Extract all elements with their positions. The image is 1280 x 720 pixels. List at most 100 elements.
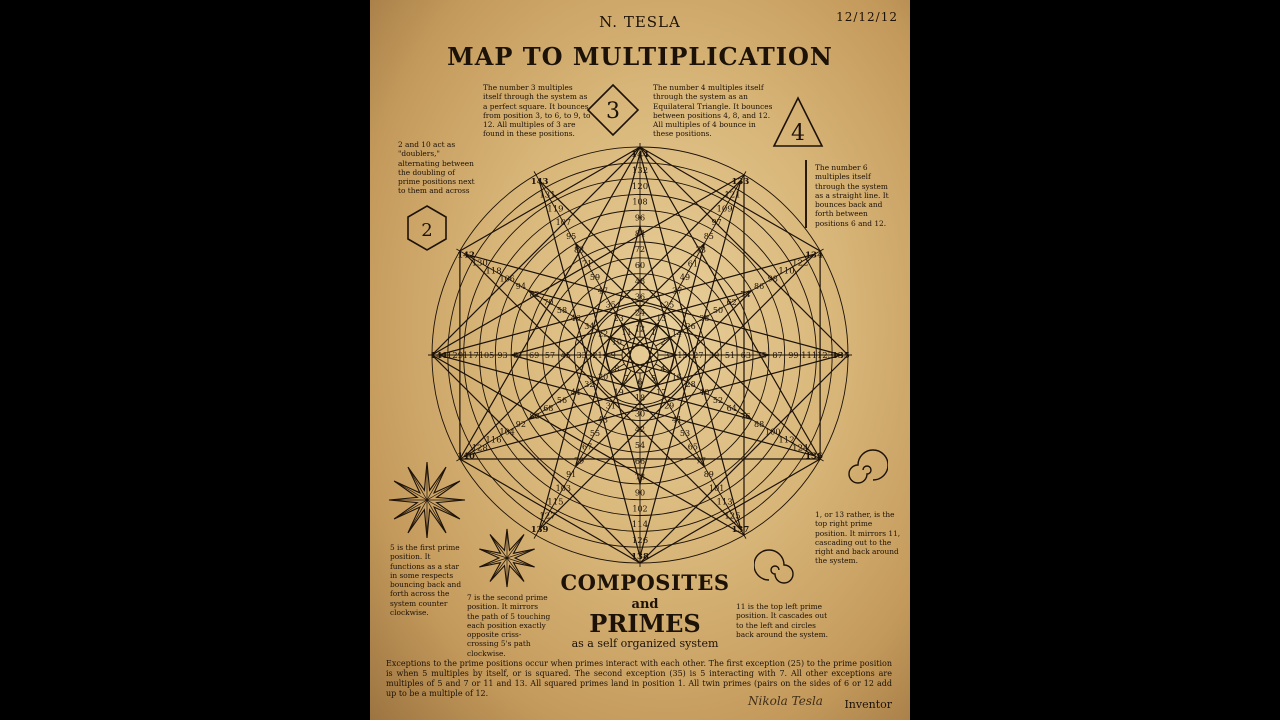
wheel-number: 73 bbox=[696, 246, 706, 255]
star-ray bbox=[479, 557, 508, 568]
wheel-number: 104 bbox=[500, 428, 515, 437]
wheel-number: 43 bbox=[598, 415, 608, 424]
wheel-number: 85 bbox=[704, 232, 714, 241]
wheel-number: 10 bbox=[612, 338, 622, 347]
wheel-number: 142 bbox=[457, 251, 475, 261]
wheel-number: 71 bbox=[582, 259, 592, 268]
star-ray bbox=[426, 499, 461, 520]
wheel-number: 75 bbox=[757, 351, 767, 360]
note-thirteen: 1, or 13 rather, is the top right prime … bbox=[815, 510, 901, 566]
wheel-number: 21 bbox=[592, 351, 602, 360]
wheel-number: 131 bbox=[539, 191, 555, 201]
star-ray bbox=[426, 499, 447, 534]
multiplication-wheel: 1224364860728496108120132144113253749617… bbox=[428, 143, 852, 567]
poster-date: 12/12/12 bbox=[836, 10, 898, 24]
star-ray bbox=[393, 499, 428, 520]
wheel-number: 15 bbox=[677, 351, 687, 360]
and-word: and bbox=[631, 597, 659, 612]
wheel-number: 56 bbox=[557, 396, 567, 405]
wheel-number: 143 bbox=[531, 177, 549, 187]
wheel-number: 139 bbox=[531, 525, 549, 535]
star-ray bbox=[506, 534, 525, 559]
wheel-number: 25 bbox=[664, 300, 674, 309]
star-ray bbox=[506, 548, 535, 559]
wheel-number: 114 bbox=[632, 520, 648, 530]
wheel-number: 115 bbox=[547, 498, 563, 508]
badge-two-hexagon: 2 bbox=[407, 205, 447, 251]
star-ray bbox=[393, 480, 428, 501]
wheel-number: 95 bbox=[566, 232, 576, 241]
note-two: 2 and 10 act as "doublers," alternating … bbox=[398, 140, 475, 196]
wheel-number: 34 bbox=[584, 322, 594, 331]
wheel-number: 128 bbox=[472, 444, 488, 454]
wheel-number: 54 bbox=[635, 441, 645, 450]
wheel-number: 124 bbox=[792, 444, 808, 454]
wheel-number: 41 bbox=[672, 415, 682, 424]
star-ray bbox=[506, 557, 535, 568]
wheel-number: 138 bbox=[631, 552, 649, 562]
wheel-number: 120 bbox=[632, 182, 648, 192]
wheel-number: 86 bbox=[754, 282, 764, 291]
wheel-number: 53 bbox=[680, 429, 690, 438]
wheel-number: 39 bbox=[709, 351, 719, 360]
wheel-number: 16 bbox=[672, 372, 682, 381]
note-six-rule bbox=[805, 160, 807, 228]
wheel-number: 78 bbox=[635, 473, 645, 482]
wheel-number: 29 bbox=[664, 402, 674, 411]
wheel-number: 12 bbox=[635, 324, 645, 333]
wheel-number: 94 bbox=[516, 282, 526, 291]
seven-point-star-icon bbox=[479, 528, 535, 588]
wheel-number: 60 bbox=[635, 261, 645, 270]
wheel-number: 101 bbox=[709, 484, 724, 493]
wheel-number: 14 bbox=[672, 330, 682, 339]
star-ray bbox=[426, 480, 461, 501]
wheel-number: 35 bbox=[606, 300, 616, 309]
wheel-spoke bbox=[655, 363, 824, 462]
star-ray bbox=[407, 499, 428, 534]
note-five: 5 is the first prime position. It functi… bbox=[390, 543, 462, 618]
poster-title: MAP TO MULTIPLICATION bbox=[447, 42, 833, 71]
wheel-number: 117 bbox=[463, 351, 479, 361]
wheel-number: 6 bbox=[637, 378, 642, 387]
wheel-number: 18 bbox=[635, 394, 645, 403]
wheel-number: 106 bbox=[500, 274, 515, 283]
wheel-number: 51 bbox=[725, 351, 735, 360]
wheel-number: 123 bbox=[817, 351, 833, 361]
wheel-number: 38 bbox=[699, 314, 709, 323]
wheel-number: 76 bbox=[740, 412, 750, 421]
wheel-number: 17 bbox=[656, 388, 666, 397]
wheel-number: 127 bbox=[539, 511, 555, 521]
wheel-number: 111 bbox=[801, 351, 817, 361]
wheel-number: 48 bbox=[635, 277, 645, 286]
star-seven-path bbox=[508, 223, 772, 487]
spiral-right-icon bbox=[848, 449, 888, 484]
footer-note: Exceptions to the prime positions occur … bbox=[386, 659, 892, 698]
wheel-number: 58 bbox=[557, 306, 567, 315]
wheel-number: 13 bbox=[656, 314, 666, 323]
note-eleven: 11 is the top left prime position. It ca… bbox=[736, 602, 829, 639]
composites-heading: COMPOSITES bbox=[560, 570, 730, 595]
wheel-number: 130 bbox=[472, 259, 488, 269]
wheel-number: 3 bbox=[664, 351, 669, 360]
wheel-number: 20 bbox=[598, 372, 608, 381]
wheel-number: 122 bbox=[792, 259, 808, 269]
wheel-number: 37 bbox=[672, 287, 682, 296]
wheel-number: 57 bbox=[545, 351, 555, 360]
wheel-number: 125 bbox=[724, 511, 740, 521]
wheel-number: 93 bbox=[497, 351, 507, 360]
wheel-number: 8 bbox=[614, 364, 619, 373]
star-ray bbox=[426, 466, 447, 501]
wheel-number: 132 bbox=[632, 166, 648, 176]
wheel-number: 46 bbox=[571, 314, 581, 323]
badge-three-label: 3 bbox=[606, 99, 620, 124]
wheel-number: 11 bbox=[622, 328, 632, 337]
wheel-number: 141 bbox=[430, 351, 448, 361]
badge-two-label: 2 bbox=[421, 220, 432, 241]
badge-three-diamond: 3 bbox=[586, 83, 640, 137]
square-path bbox=[431, 146, 849, 564]
wheel-number: 40 bbox=[699, 388, 709, 397]
wheel-number: 98 bbox=[768, 274, 778, 283]
wheel-number: 97 bbox=[712, 218, 722, 227]
wheel-number: 100 bbox=[765, 428, 780, 437]
signature: Nikola Tesla bbox=[748, 694, 823, 708]
